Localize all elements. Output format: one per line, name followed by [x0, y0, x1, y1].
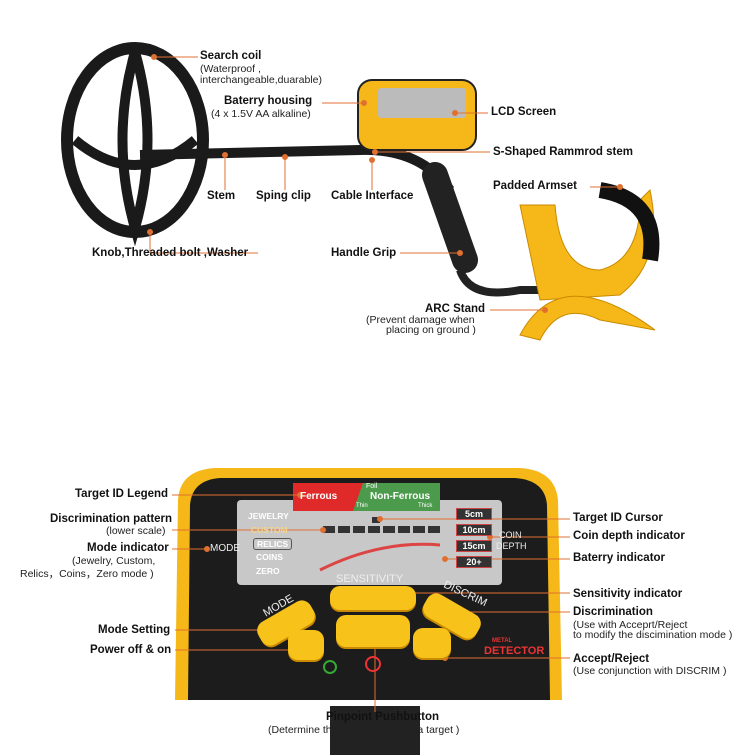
label-mode-indicator: Mode indicator: [87, 542, 169, 554]
label-battery-indicator: Baterry indicator: [573, 552, 666, 564]
mode-relics: RELICS: [253, 538, 293, 550]
target-id-cursor: [372, 517, 380, 523]
mode-coins: COINS: [256, 552, 283, 562]
label-coin-depth: Coin depth indicator: [573, 530, 685, 542]
legend-non-ferrous: Non-Ferrous: [370, 491, 430, 502]
label-stem: Stem: [207, 190, 236, 202]
accept-reject-button[interactable]: [413, 628, 451, 658]
label-battery-housing: Baterry housing: [224, 95, 313, 107]
label-discrimination-pattern: Discrimination pattern: [50, 513, 173, 525]
search-coil: [61, 42, 209, 247]
power-button[interactable]: [288, 630, 324, 660]
label-battery-housing-sub: (4 x 1.5V AA alkaline): [211, 108, 311, 120]
padded-armset: [519, 188, 655, 301]
label-power: Power off & on: [90, 644, 172, 656]
label-s-stem: S-Shaped Rammrod stem: [493, 146, 633, 158]
label-mode-indicator-sub2: Relics，Coins，Zero mode ): [20, 568, 154, 580]
label-target-id-cursor: Target ID Cursor: [573, 512, 663, 524]
sensitivity-label: SENSITIVITY: [336, 573, 404, 585]
label-search-coil-sub1: (Waterproof ,: [200, 63, 261, 75]
label-cable-interface: Cable Interface: [331, 190, 414, 202]
label-accept-reject-sub: (Use conjunction with DISCRIM ): [573, 665, 727, 677]
stem: [139, 144, 455, 194]
power-icon: [323, 660, 337, 674]
label-knob: Knob,Threaded bolt ,Washer: [92, 247, 249, 259]
depth-20: 20+: [456, 556, 492, 568]
label-padded-armset: Padded Armset: [493, 180, 577, 192]
lower-stem: [456, 268, 600, 297]
mode-custom: CUSTOM: [251, 525, 288, 535]
legend-thick: Thick: [418, 503, 433, 509]
label-arc-stand: ARC Stand: [425, 303, 486, 315]
lcd-screen: [237, 500, 502, 585]
label-discrimination: Discrimination: [573, 606, 653, 618]
arc-stand: [519, 295, 656, 341]
label-mode-setting: Mode Setting: [98, 624, 171, 636]
label-pinpoint: Pinpoint Pushbutton: [326, 711, 440, 723]
label-pinpoint-sub: (Determine the extra location of a targe…: [268, 724, 460, 736]
coin-label: COIN: [499, 530, 522, 540]
label-target-id-legend: Target ID Legend: [75, 488, 169, 500]
legend-foil: Foil: [366, 483, 378, 490]
label-search-coil-sub2: interchangeable,duarable): [200, 74, 323, 86]
label-spring-clip: Sping clip: [256, 190, 311, 202]
depth-10cm: 10cm: [456, 524, 492, 536]
label-mode-indicator-sub1: (Jewelry, Custom,: [72, 555, 156, 567]
legend-thin: Thin: [356, 503, 368, 509]
label-sensitivity-indicator: Sensitivity indicator: [573, 588, 683, 600]
label-discrimination-pattern-sub: (lower scale): [106, 525, 166, 537]
label-accept-reject: Accept/Reject: [573, 653, 650, 665]
mode-label: MODE: [210, 543, 240, 554]
detector-text: DETECTOR: [484, 645, 545, 657]
pinpoint-button[interactable]: [336, 615, 410, 647]
metal-text: METAL: [492, 638, 513, 644]
pinpoint-icon: [365, 656, 381, 672]
label-discrimination-sub1: (Use with Acceprt/Reject: [573, 619, 688, 631]
depth-15cm: 15cm: [456, 540, 492, 552]
label-arc-stand-sub2: placing on ground ): [386, 324, 476, 336]
legend-ferrous: Ferrous: [300, 491, 338, 502]
mode-zero: ZERO: [256, 566, 280, 576]
depth-5cm: 5cm: [456, 508, 492, 520]
discrimination-segments: [323, 517, 440, 533]
label-arc-stand-sub1: (Prevent damage when: [366, 314, 475, 326]
sensitivity-button[interactable]: [330, 586, 416, 610]
handle-grip: [422, 162, 478, 273]
label-handle-grip: Handle Grip: [331, 247, 397, 259]
label-search-coil: Search coil: [200, 50, 262, 62]
label-discrimination-sub2: to modify the discimination mode ): [573, 629, 733, 641]
mode-jewelry: JEWELRY: [248, 511, 289, 521]
top-leader-lines: [147, 54, 623, 313]
depth-label: DEPTH: [496, 541, 527, 551]
label-lcd-screen: LCD Screen: [491, 106, 557, 118]
